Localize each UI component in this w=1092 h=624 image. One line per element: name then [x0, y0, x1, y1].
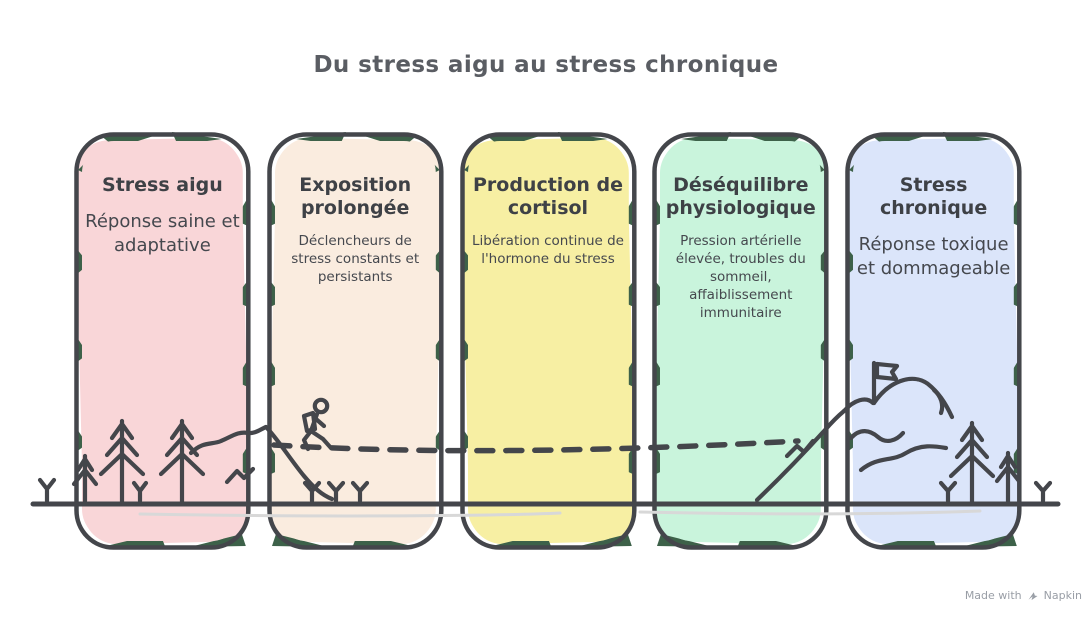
stage-card-desequilibre-physiologique: Déséquilibre physiologique Pression arté…: [650, 130, 831, 552]
watermark-text: Made with: [964, 589, 1022, 602]
stage-title: Exposition prolongée: [299, 174, 412, 220]
stage-description: Libération continue de l'hormone du stre…: [471, 233, 624, 268]
stage-card-production-de-cortisol: Production de cortisol Libération contin…: [458, 130, 639, 552]
stage-card-exposition-prolongee: Exposition prolongée Déclencheurs de str…: [265, 130, 446, 552]
stage-title: Stress chronique: [879, 174, 988, 220]
watermark: Made with Napkin: [965, 589, 1082, 602]
watermark-brand: Napkin: [1043, 589, 1082, 602]
stage-card-content: Stress chronique Réponse toxique et domm…: [843, 130, 1024, 552]
stage-title: Production de cortisol: [472, 174, 623, 220]
stage-title: Stress aigu: [102, 174, 223, 196]
stage-description: Déclencheurs de stress constants et pers…: [291, 233, 420, 285]
napkin-logo-icon: [1028, 591, 1038, 600]
stage-card-content: Stress aigu Réponse saine et adaptative: [72, 130, 253, 552]
stage-description: Réponse saine et adaptative: [85, 211, 240, 256]
stage-title: Déséquilibre physiologique: [665, 174, 816, 220]
page-title: Du stress aigu au stress chronique: [313, 52, 779, 78]
stage-card-stress-chronique: Stress chronique Réponse toxique et domm…: [843, 130, 1024, 552]
stage-card-content: Exposition prolongée Déclencheurs de str…: [265, 130, 446, 552]
stages-row: Stress aigu Réponse saine et adaptative: [72, 130, 1024, 552]
stage-card-stress-aigu: Stress aigu Réponse saine et adaptative: [72, 130, 253, 552]
stage-description: Réponse toxique et dommageable: [856, 234, 1011, 280]
stage-card-content: Déséquilibre physiologique Pression arté…: [650, 130, 831, 552]
stage-card-content: Production de cortisol Libération contin…: [458, 130, 639, 552]
stage-description: Pression artérielle élevée, troubles du …: [675, 233, 806, 321]
